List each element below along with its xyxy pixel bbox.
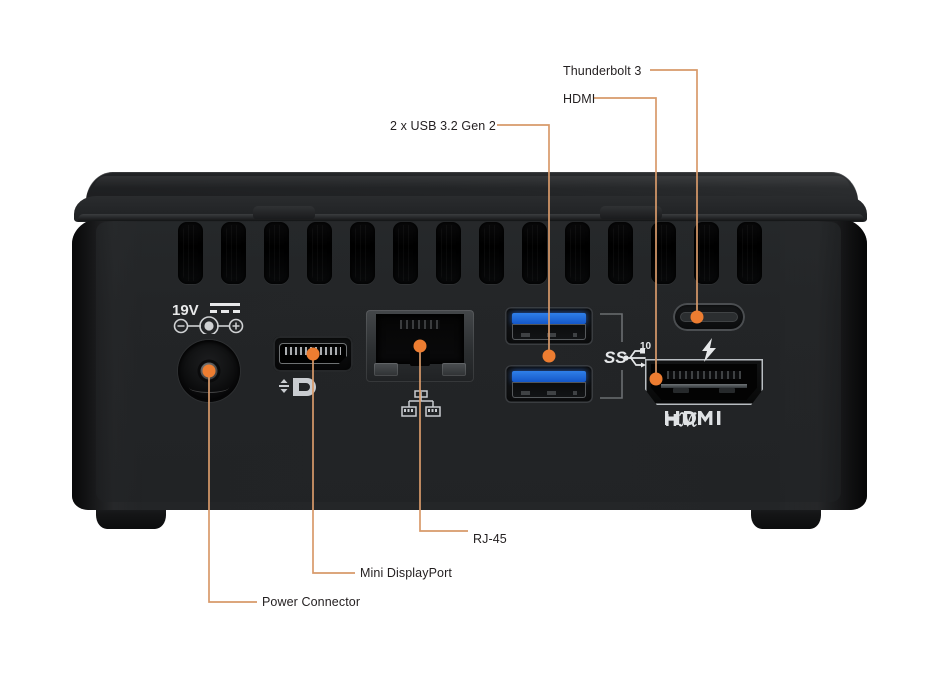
vent-slot <box>694 222 719 284</box>
superspeed-usb-10-icon: SS 10 <box>604 341 656 371</box>
rj45-ethernet-port[interactable] <box>366 310 474 382</box>
callout-label-mini-displayport: Mini DisplayPort <box>360 566 452 580</box>
thunderbolt-bolt-icon <box>697 337 721 363</box>
power-jack-arc <box>189 382 229 393</box>
power-connector-port[interactable] <box>178 340 240 402</box>
vent-slot <box>393 222 418 284</box>
mdp-contacts <box>285 347 341 355</box>
callout-label-power-connector: Power Connector <box>262 595 361 609</box>
vent-slot <box>350 222 375 284</box>
svg-text:19V: 19V <box>172 302 199 319</box>
callout-label-usb: 2 x USB 3.2 Gen 2 <box>390 119 496 133</box>
rj45-latch-slot <box>410 350 430 366</box>
vent-slot <box>178 222 203 284</box>
usb-cavity <box>512 382 586 398</box>
hdmi-contacts <box>667 371 741 379</box>
callout-label-rj45: RJ-45 <box>473 532 507 546</box>
usb-blue-insert <box>512 371 586 382</box>
rj45-contacts <box>400 320 440 329</box>
vent-slot <box>737 222 762 284</box>
rj45-led-right <box>442 363 466 376</box>
vent-slot <box>522 222 547 284</box>
vent-slot <box>565 222 590 284</box>
hdmi-port[interactable] <box>645 359 763 405</box>
rj45-led-left <box>374 363 398 376</box>
vent-slot <box>436 222 461 284</box>
vent-slot <box>651 222 676 284</box>
hdmi-wordmark: Hℳ <box>665 409 745 430</box>
vent-slot <box>307 222 332 284</box>
usb-port-bottom[interactable] <box>505 365 593 403</box>
svg-text:10: 10 <box>640 341 652 352</box>
power-jack-center-pin <box>200 362 218 380</box>
ventilation-grille <box>178 222 762 284</box>
vent-slot <box>264 222 289 284</box>
usb-cavity <box>512 324 586 340</box>
displayport-icon <box>277 377 337 403</box>
vent-slot <box>608 222 633 284</box>
hdmi-lug-right <box>719 388 735 393</box>
callout-label-hdmi: HDMI <box>563 92 596 106</box>
hdmi-lug-left <box>673 388 689 393</box>
usb-blue-insert <box>512 313 586 324</box>
hdmi-cavity <box>651 364 757 400</box>
usb-port-top[interactable] <box>505 307 593 345</box>
chassis-seam-tab-right <box>600 206 662 219</box>
mini-displayport-port[interactable] <box>273 336 353 372</box>
callout-label-thunderbolt: Thunderbolt 3 <box>563 64 642 78</box>
dc-power-icon <box>210 303 240 313</box>
power-voltage-legend: 19V <box>172 300 248 336</box>
thunderbolt3-usbc-port[interactable] <box>673 303 745 331</box>
usbc-tongue <box>680 312 738 322</box>
network-icon <box>398 390 444 420</box>
chassis-top-seam <box>78 214 864 221</box>
vent-slot <box>221 222 246 284</box>
hdmi-tongue <box>661 384 747 388</box>
chassis-seam-tab-left <box>253 206 315 219</box>
vent-slot <box>479 222 504 284</box>
